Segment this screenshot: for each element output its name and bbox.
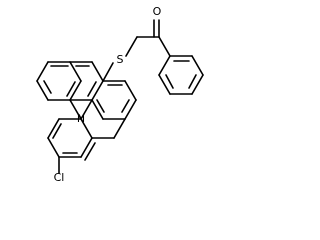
chemical-structure: S O N Cl xyxy=(36,5,204,184)
bond-left-ring-inner-2 xyxy=(43,80,52,94)
bond-center-ring-3 xyxy=(91,80,104,101)
bond-center-ring-inner-2 xyxy=(87,81,97,97)
oxygen-label: O xyxy=(153,5,162,18)
chlorine-label: Cl xyxy=(54,171,65,184)
bond-lower-ring-5 xyxy=(47,137,60,158)
bond-lower-ring-6 xyxy=(47,118,60,139)
bond-left-ring-3 xyxy=(69,80,82,101)
bond-right-ring-inner-3 xyxy=(96,99,105,113)
bond-layer xyxy=(36,19,204,174)
bond-right-ring-3 xyxy=(124,99,137,120)
bond-right-ring-5 xyxy=(91,99,104,120)
bond-phenyl-6 xyxy=(158,55,171,76)
bond-phenyl-inner-3 xyxy=(165,74,174,89)
bond-c-ph xyxy=(158,36,171,57)
bond-n-left xyxy=(69,99,82,120)
bond-lower-ring-inner-1 xyxy=(84,142,96,161)
bond-left-ring-5 xyxy=(36,80,49,101)
bond-phenyl-2 xyxy=(191,55,204,76)
bond-phenyl-3 xyxy=(191,74,204,95)
bond-lower-ring-3 xyxy=(80,137,93,158)
bond-phenyl-inner-2 xyxy=(188,74,197,89)
bond-left-ring-2 xyxy=(69,61,82,82)
bond-lower-ring-inner-3 xyxy=(52,123,62,139)
bond-left-ring-6 xyxy=(36,61,49,82)
bond-center-ring-2 xyxy=(91,61,104,82)
bond-right-ring-2 xyxy=(124,80,137,101)
nitrogen-label: N xyxy=(77,112,85,125)
bond-right-ring-inner-2 xyxy=(121,99,130,113)
bond-phenyl-5 xyxy=(158,74,171,95)
bond-n-right xyxy=(80,99,93,120)
bond-c9-s xyxy=(102,62,114,82)
sulfur-label: S xyxy=(117,53,124,66)
bond-lower-ring-2 xyxy=(113,118,126,139)
bond-left-ring-inner-3 xyxy=(66,81,76,97)
atom-label-layer: S O N Cl xyxy=(54,5,162,184)
bond-n-bottom xyxy=(80,118,93,139)
bond-s-ch2 xyxy=(125,36,138,57)
